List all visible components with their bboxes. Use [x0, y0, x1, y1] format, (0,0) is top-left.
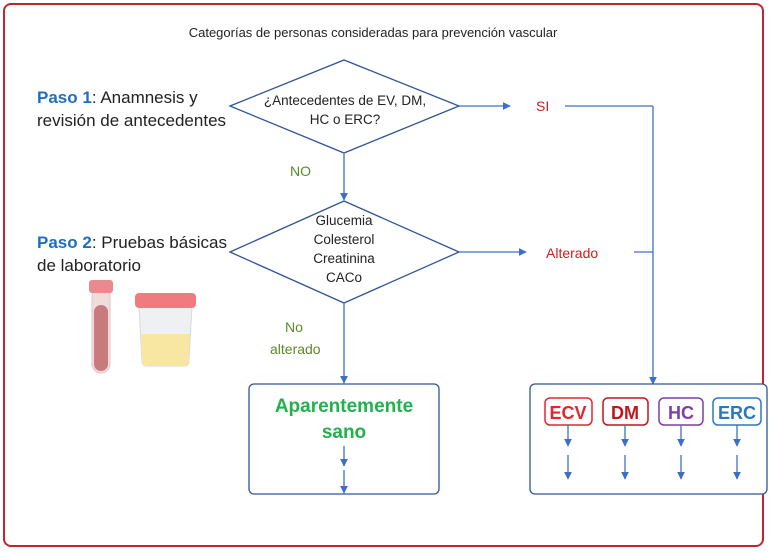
step2-text-line2: de laboratorio [37, 256, 141, 275]
altered-label: Alterado [546, 245, 598, 261]
lab-test-caco: CACo [326, 270, 362, 285]
category-erc-label: ERC [718, 403, 756, 423]
step2-text: : Pruebas básicas [92, 233, 227, 252]
step1-text-line2: revisión de antecedentes [37, 111, 226, 130]
category-dm-label: DM [611, 403, 639, 423]
step2-heading: Paso 2: Pruebas básicas [37, 233, 227, 252]
lab-test-creatinine: Creatinina [313, 251, 375, 266]
step1-text: : Anamnesis y [92, 88, 198, 107]
step2-label: Paso 2 [37, 233, 92, 252]
specimen-cup-icon [135, 293, 196, 367]
test-tube-icon [89, 280, 113, 374]
diagram-frame [3, 3, 764, 547]
no-label: NO [290, 163, 311, 179]
not-altered-label-line2: alterado [270, 341, 321, 357]
healthy-label-line1: Aparentemente [275, 396, 413, 417]
lab-test-glucose: Glucemia [315, 213, 373, 228]
healthy-label-line2: sano [322, 422, 366, 443]
history-decision-line2: HC o ERC? [310, 112, 381, 127]
step1-label: Paso 1 [37, 88, 92, 107]
category-hc-label: HC [668, 403, 694, 423]
yes-label: SI [536, 98, 549, 114]
category-ecv-label: ECV [549, 403, 586, 423]
diagram-title: Categorías de personas consideradas para… [189, 25, 558, 40]
step1-heading: Paso 1: Anamnesis y [37, 88, 198, 107]
lab-test-cholesterol: Colesterol [314, 232, 375, 247]
history-decision-line1: ¿Antecedentes de EV, DM, [264, 93, 426, 108]
not-altered-label-line1: No [285, 319, 303, 335]
apparently-healthy-box [248, 383, 440, 495]
